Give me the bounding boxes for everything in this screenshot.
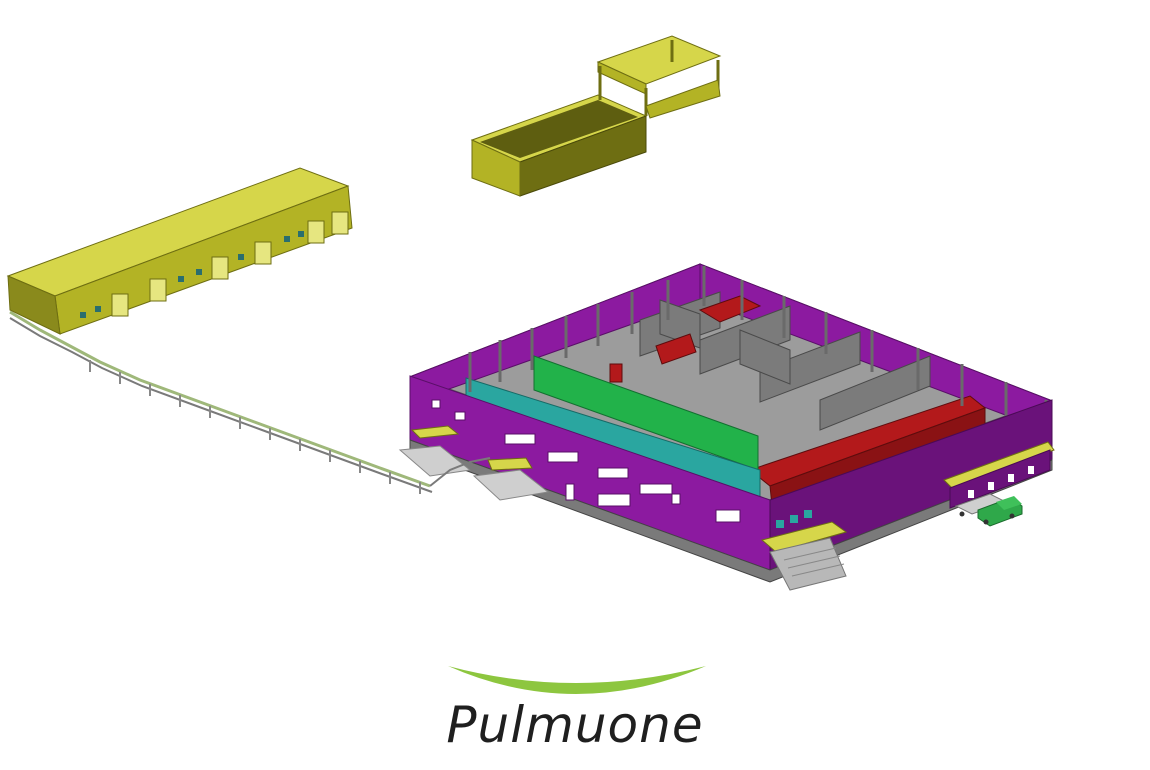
- loading-dock-canopy: [943, 441, 1055, 509]
- long-warehouse: [6, 167, 353, 335]
- front-wall-windows: [431, 399, 741, 523]
- entrance-canopy-front: [760, 521, 848, 591]
- tank-structure: [470, 94, 648, 197]
- canopy-structure: [596, 35, 722, 119]
- logo-swoosh: [448, 666, 706, 694]
- conveyor-bridge: [9, 310, 433, 494]
- conveyor-supports: [89, 360, 421, 494]
- entrance-canopy-middle: [429, 457, 550, 501]
- warehouse-dock-doors: [111, 211, 349, 317]
- brand-logo: Pulmuone: [0, 690, 1150, 760]
- right-wall-windows: [776, 510, 812, 528]
- warehouse-windows: [80, 231, 304, 318]
- main-factory: [398, 263, 1055, 591]
- brand-name: Pulmuone: [446, 696, 704, 754]
- delivery-trucks: [954, 493, 1023, 527]
